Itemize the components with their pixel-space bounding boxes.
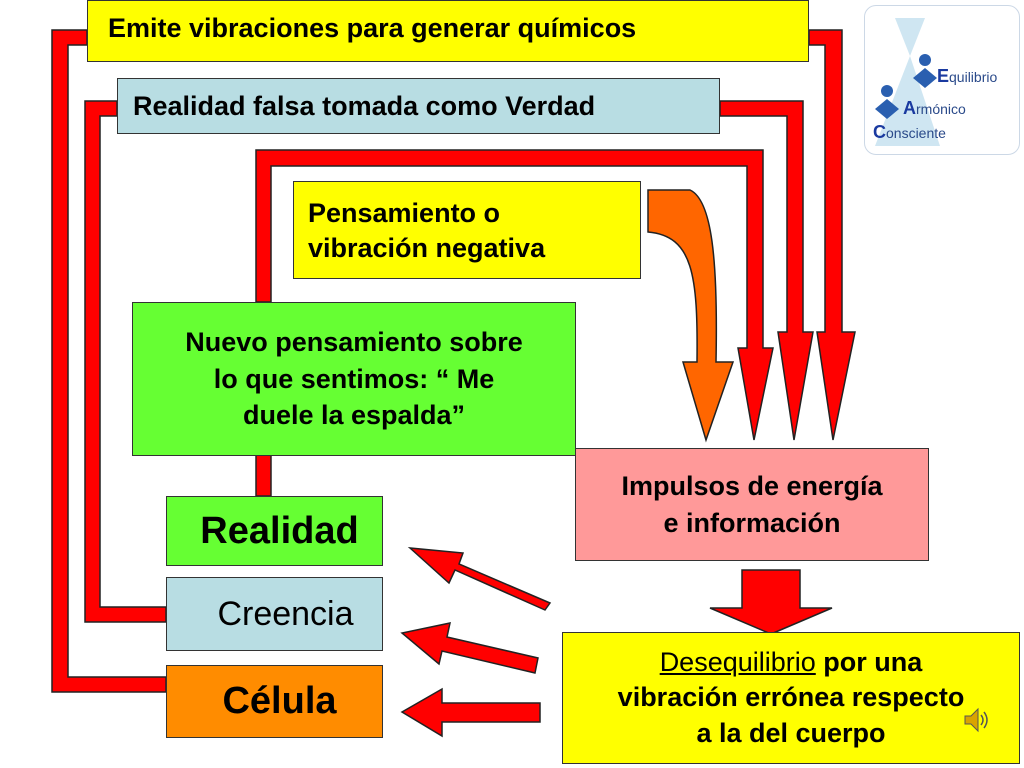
deseq-line2: vibración errónea respecto [617, 682, 965, 713]
desequilibrio-box: Desequilibrio por una vibración errónea … [562, 632, 1020, 764]
deseq-line1: Desequilibrio por una [618, 645, 965, 680]
loop-realidad-arrow-top [255, 149, 774, 441]
realidad-falsa-box: Realidad falsa tomada como Verdad [117, 78, 720, 134]
logo-line1: Equilibrio [937, 66, 998, 86]
emite-vibraciones-box: Emite vibraciones para generar químicos [87, 0, 809, 62]
pensamiento-line1: Pensamiento o [308, 198, 501, 228]
creencia-box: Creencia [166, 577, 383, 651]
speaker-icon[interactable] [962, 705, 990, 735]
deseq-underlined-word: Desequilibrio [659, 647, 816, 678]
arrow-to-creencia [400, 622, 539, 674]
deseq-line3: a la del cuerpo [696, 717, 886, 748]
logo-line2: Armónico [903, 98, 966, 118]
nuevo-line3: duele la espalda” [242, 400, 466, 431]
pensamiento-curved-arrow [647, 189, 735, 443]
nuevo-pensamiento-box: Nuevo pensamiento sobre lo que sentimos:… [132, 302, 576, 456]
pensamiento-negativo-box: Pensamiento o vibración negativa [293, 181, 641, 279]
logo-graphic [875, 18, 940, 146]
celula-box: Célula [166, 665, 383, 738]
logo-line3: Consciente [873, 122, 946, 142]
arrow-to-realidad [407, 547, 552, 611]
person-icon [875, 85, 899, 119]
nuevo-line2: lo que sentimos: “ Me [213, 363, 495, 394]
deseq-line1-rest: por una [815, 647, 923, 678]
arrow-to-celula [400, 687, 541, 738]
realidad-box: Realidad [166, 496, 383, 566]
nuevo-line1: Nuevo pensamiento sobre [185, 327, 523, 358]
impulsos-box: Impulsos de energía e información [575, 448, 929, 561]
impulsos-line2: e información [663, 507, 841, 538]
impulsos-down-arrow [709, 569, 833, 635]
loop-creencia-arrow-right [719, 100, 814, 441]
pensamiento-line2: vibración negativa [308, 233, 546, 264]
equilibrio-logo: Equilibrio Armónico Consciente [864, 5, 1020, 155]
person-icon [913, 54, 937, 88]
loop-celula-arrow-right [808, 29, 856, 441]
impulsos-line1: Impulsos de energía [621, 471, 883, 502]
